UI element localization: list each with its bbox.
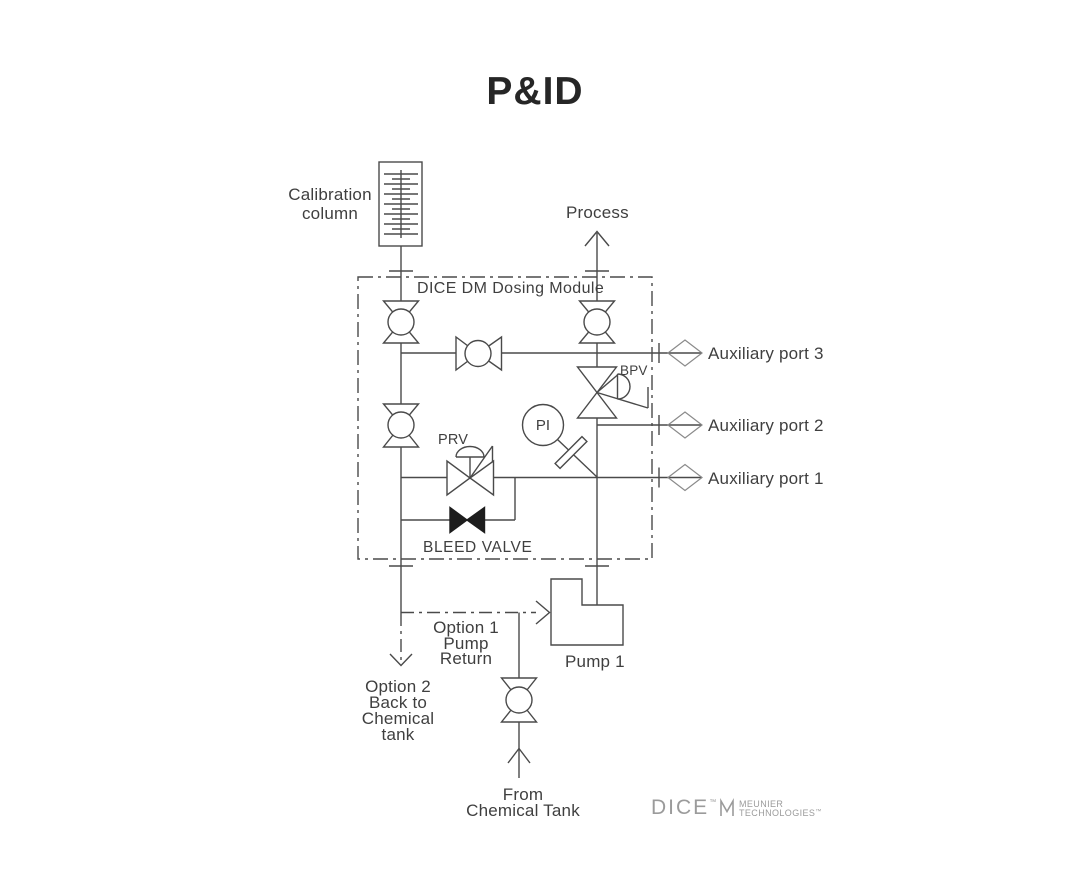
isolation-valve-horizontal (455, 335, 503, 372)
dice-logo: DICE™ (651, 796, 717, 819)
option2-back-to-tank-label: Option 2 Back to Chemical tank (361, 677, 435, 744)
aux-port-1-label: Auxiliary port 1 (708, 469, 824, 488)
process-arrow (584, 230, 610, 247)
page-title: P&ID (486, 70, 584, 113)
pi-tag-label: PI (536, 417, 550, 434)
meunier-logo-icon (720, 797, 734, 816)
pump-inlet-arrow (535, 600, 551, 625)
aux-port-2-label: Auxiliary port 2 (708, 416, 824, 435)
pump-symbol (550, 578, 624, 646)
bpv-valve-symbol (576, 366, 649, 419)
from-chemical-tank-label: From Chemical Tank (466, 785, 580, 820)
prv-label: PRV (438, 432, 469, 448)
bpv-label: BPV (620, 363, 648, 378)
isolation-valve-mid-left (382, 403, 420, 448)
aux-port-3-diamond (667, 339, 703, 367)
dice-trademark: ™ (709, 799, 717, 806)
option-return-lines (400, 611, 536, 664)
pump1-label: Pump 1 (565, 652, 625, 671)
pressure-indicator-symbol (521, 403, 598, 479)
calibration-column-label: Calibration column (288, 185, 372, 224)
aux-port-1-diamond (667, 463, 703, 492)
meunier-logo-line2: TECHNOLOGIES™ (739, 808, 822, 818)
calibration-column-symbol (378, 161, 423, 247)
dosing-module-label: DICE DM Dosing Module (417, 280, 605, 297)
option1-pump-return-label: Option 1 Pump Return (433, 618, 499, 668)
option2-arrow (389, 653, 413, 667)
meunier-trademark: ™ (815, 809, 822, 815)
flow-arrows (389, 230, 610, 764)
aux-port-2-diamond (667, 411, 703, 439)
flange-ticks (389, 270, 660, 567)
isolation-valve-top-right (578, 300, 616, 344)
bleed-valve-symbol (449, 506, 486, 534)
prv-valve-symbol (446, 445, 495, 497)
process-label: Process (566, 203, 629, 222)
dosing-module-boundary (357, 276, 653, 560)
bleed-valve-label: BLEED VALVE (423, 539, 533, 556)
isolation-valve-from-tank (500, 677, 538, 723)
isolation-valve-top-left (382, 300, 420, 344)
meunier-logo-line1: MEUNIER (739, 799, 784, 809)
from-tank-arrow (507, 747, 531, 764)
aux-port-3-label: Auxiliary port 3 (708, 344, 824, 363)
aux-port-connectors (667, 339, 703, 492)
